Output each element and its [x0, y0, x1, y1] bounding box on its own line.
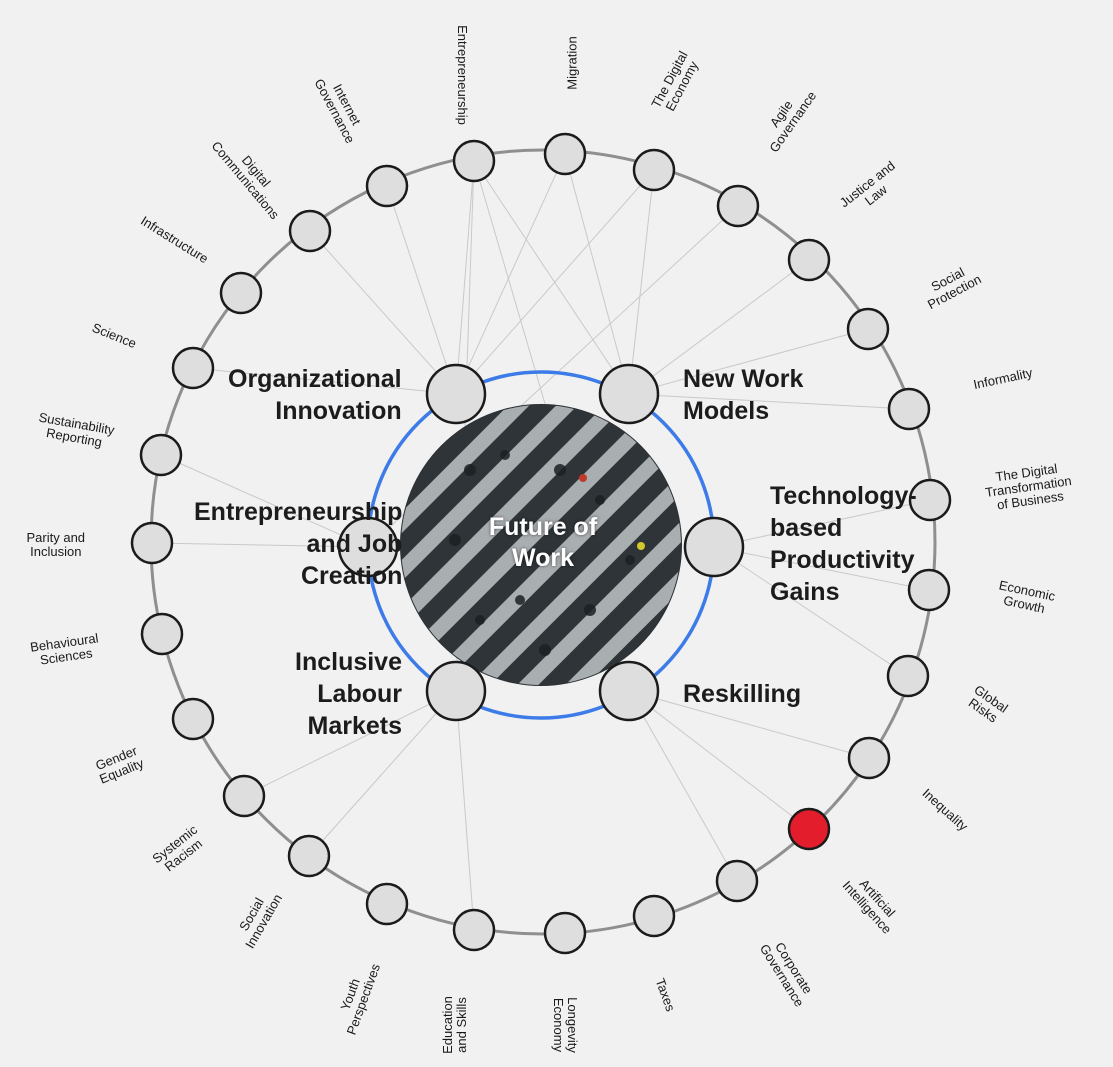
center-title: Future of Work: [488, 513, 598, 572]
outer-node[interactable]: [219, 271, 263, 315]
connector-line: [713, 499, 931, 548]
connector-line: [628, 690, 810, 830]
connector-line: [192, 367, 457, 395]
outer-node[interactable]: [846, 307, 890, 351]
connector-line: [243, 690, 457, 797]
inner-node-label: Technology- based Productivity Gains: [770, 482, 917, 606]
connector-line: [455, 160, 475, 395]
connector-line: [564, 153, 630, 395]
outer-node[interactable]: [787, 238, 831, 282]
connector-line: [386, 185, 457, 395]
outer-node-highlighted[interactable]: [787, 807, 831, 851]
outer-node[interactable]: [222, 774, 266, 818]
connector-line: [160, 454, 369, 548]
outer-node[interactable]: [287, 834, 331, 878]
outer-node[interactable]: [452, 139, 496, 183]
outer-node-label: Entrepreneurship: [454, 25, 470, 125]
connector-line: [455, 169, 655, 395]
outer-node[interactable]: [171, 697, 215, 741]
inner-node-label: New Work Models: [683, 365, 804, 425]
connector-line: [628, 690, 870, 759]
outer-node-group: [130, 132, 952, 955]
outer-node[interactable]: [908, 478, 952, 522]
inner-node-label: Inclusive Labour Markets: [295, 648, 402, 740]
outer-node[interactable]: [365, 164, 409, 208]
inner-node[interactable]: [598, 363, 660, 425]
connector-lines: [151, 153, 931, 931]
outer-node[interactable]: [171, 346, 215, 390]
outer-node[interactable]: [715, 859, 759, 903]
connector-line: [628, 259, 810, 395]
inner-node-label: Entrepreneurship and Job Creation: [194, 498, 403, 590]
inner-node-label: Reskilling: [683, 680, 802, 708]
outer-node[interactable]: [632, 148, 676, 192]
inner-node[interactable]: [337, 516, 399, 578]
connector-line: [713, 546, 909, 677]
connector-line: [628, 690, 738, 882]
connector-line: [455, 153, 566, 395]
outer-node[interactable]: [130, 521, 174, 565]
outer-node[interactable]: [847, 736, 891, 780]
connector-line: [151, 542, 369, 548]
outer-node[interactable]: [887, 387, 931, 431]
inner-node[interactable]: [425, 363, 487, 425]
inner-node-label: Organizational Innovation: [228, 365, 402, 425]
outer-node[interactable]: [288, 209, 332, 253]
inner-node[interactable]: [683, 516, 745, 578]
outer-node[interactable]: [543, 911, 587, 955]
outer-node[interactable]: [907, 568, 951, 612]
outer-node[interactable]: [543, 132, 587, 176]
connector-line: [455, 690, 475, 931]
connector-line: [309, 230, 457, 395]
center-image: [400, 404, 682, 686]
connector-line: [473, 160, 630, 395]
connector-line: [628, 393, 910, 410]
outer-node[interactable]: [452, 908, 496, 952]
outer-node-label: Education and Skills: [439, 996, 469, 1054]
outer-node[interactable]: [140, 612, 184, 656]
outer-node-label: Longevity Economy: [550, 997, 580, 1053]
inner-node[interactable]: [425, 660, 487, 722]
connector-line: [713, 546, 930, 591]
outer-node-label: Parity and Inclusion: [26, 530, 86, 559]
connector-line: [628, 169, 655, 395]
outer-node[interactable]: [716, 184, 760, 228]
outer-node[interactable]: [886, 654, 930, 698]
outer-node[interactable]: [365, 882, 409, 926]
inner-node[interactable]: [598, 660, 660, 722]
connector-line: [628, 328, 869, 395]
inner-node-group: [337, 363, 745, 722]
outer-node-label: Migration: [564, 36, 580, 90]
outer-node[interactable]: [632, 894, 676, 938]
outer-node[interactable]: [139, 433, 183, 477]
connector-line: [308, 690, 457, 857]
